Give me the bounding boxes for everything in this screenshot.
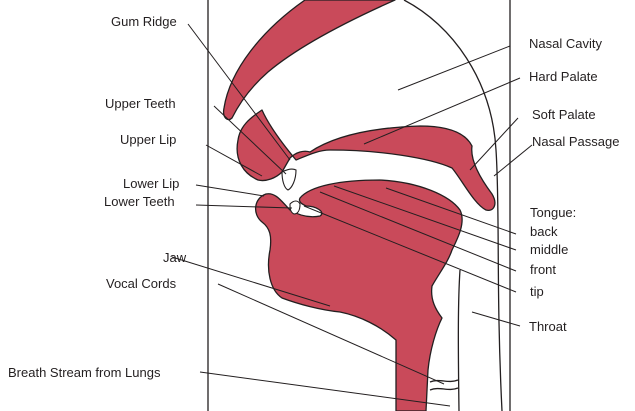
soft-palate-label: Soft Palate (532, 107, 596, 122)
nasal-cavity-label: Nasal Cavity (529, 36, 602, 51)
lower-teeth-label: Lower Teeth (104, 194, 175, 209)
gum-ridge-label: Gum Ridge (111, 14, 177, 29)
nasal-cavity-roof (224, 0, 395, 120)
throat-leader (472, 312, 520, 326)
vocal-cords-lower (430, 388, 458, 390)
nasal-cavity-leader (398, 46, 510, 90)
tongue-front-label: front (530, 262, 556, 277)
lower-lip-leader (196, 185, 264, 196)
upper-teeth-label: Upper Teeth (105, 96, 176, 111)
tongue-middle-label: middle (530, 242, 568, 257)
lower-lip-label: Lower Lip (123, 176, 179, 191)
tongue-back-label: back (530, 224, 558, 239)
throat-label: Throat (529, 319, 567, 334)
upper-lip-label: Upper Lip (120, 132, 176, 147)
vocal-cords (430, 380, 458, 382)
breath-stream-label: Breath Stream from Lungs (8, 365, 161, 380)
nasal-passage-label: Nasal Passage (532, 134, 619, 149)
tongue-tip-label: tip (530, 284, 544, 299)
tongue-and-jaw (256, 180, 463, 411)
jaw-label: Jaw (163, 250, 187, 265)
nasal-passage-leader (494, 145, 532, 176)
pharynx-front-wall (458, 270, 460, 411)
hard-palate-label: Hard Palate (529, 69, 598, 84)
vocal-cords-label: Vocal Cords (106, 276, 177, 291)
tongue-heading-label: Tongue: (530, 205, 576, 220)
